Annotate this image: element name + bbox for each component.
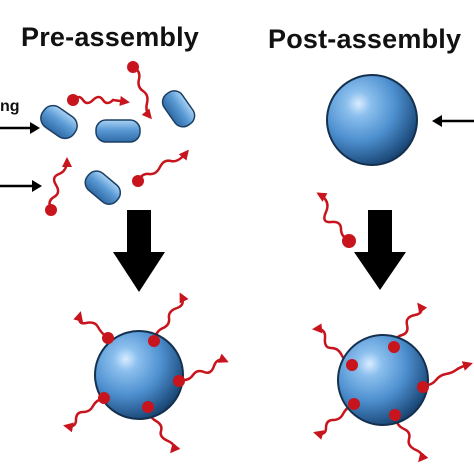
rod-1 — [40, 104, 78, 140]
input-arrow-lower — [0, 180, 42, 192]
rod-2 — [95, 119, 141, 143]
free-ligand-1 — [71, 95, 130, 106]
input-arrow-upper — [0, 122, 40, 134]
process-arrow-left — [113, 210, 165, 292]
functionalized-nanoparticle-right — [312, 302, 473, 463]
pre-assembly-title: Pre-assembly — [21, 22, 200, 52]
free-ligand-2 — [131, 65, 152, 120]
bare-nanoparticle — [326, 74, 418, 166]
ligand-anchor — [342, 234, 356, 248]
ligand-anchor — [67, 94, 79, 106]
free-ligand-post — [316, 192, 351, 242]
functionalized-nanoparticle-left — [63, 292, 229, 454]
rod-4 — [84, 170, 122, 205]
ligand-anchor — [132, 175, 144, 187]
rod-3 — [161, 90, 196, 128]
cropped-side-label: ng — [0, 98, 20, 115]
post-assembly-title: Post-assembly — [268, 24, 462, 54]
free-ligand-4 — [48, 157, 72, 211]
process-arrow-right — [354, 210, 406, 290]
free-ligand-3 — [136, 149, 189, 183]
ligand-anchor — [127, 61, 139, 73]
ligand-anchor — [45, 204, 57, 216]
input-arrow-right-panel — [432, 115, 474, 127]
